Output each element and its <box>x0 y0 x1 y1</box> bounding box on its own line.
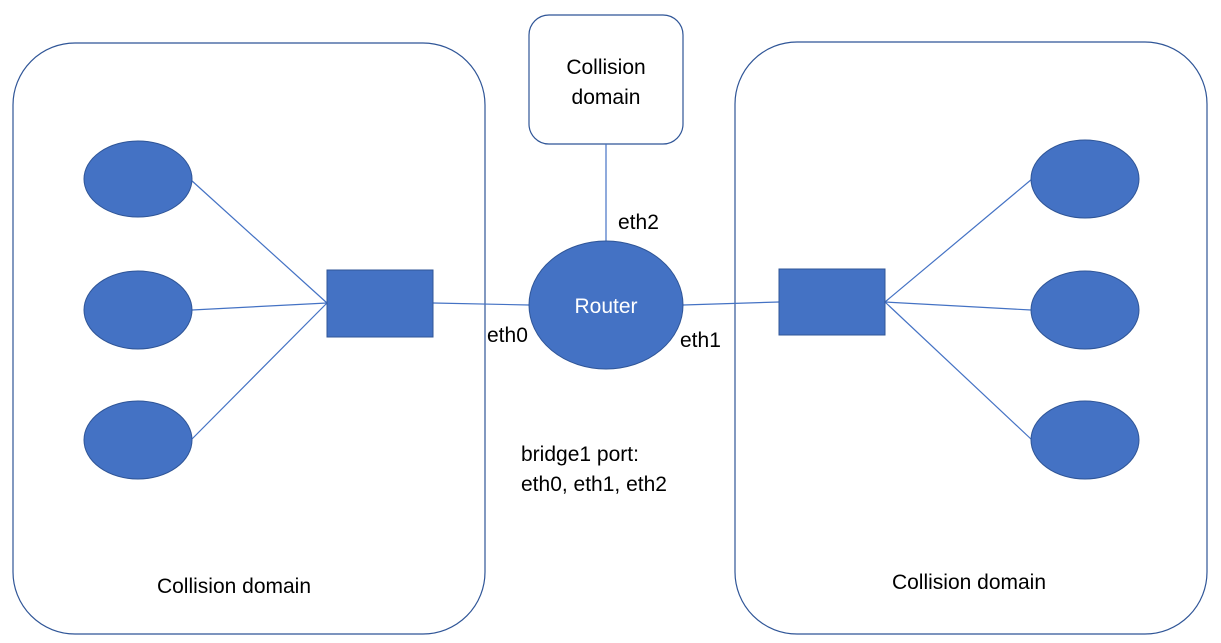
link-left-host2-switch <box>191 302 328 311</box>
port-label-eth1: eth1 <box>680 329 721 352</box>
right-host-1 <box>1030 139 1140 219</box>
bridge-note-line2: eth0, eth1, eth2 <box>521 473 667 496</box>
links <box>190 144 1033 441</box>
left-switch <box>326 269 434 338</box>
router-node <box>528 240 684 370</box>
port-label-eth2: eth2 <box>618 211 659 234</box>
right-host-3 <box>1030 400 1140 480</box>
bridge-note-line1: bridge1 port: <box>521 443 639 466</box>
top-domain-label-line2: domain <box>572 86 641 109</box>
link-router-right-switch <box>682 301 780 306</box>
left-collision-domain-box <box>12 42 486 635</box>
right-collision-domain-box <box>734 41 1208 635</box>
link-right-switch-host2 <box>884 301 1032 311</box>
left-domain-label: Collision domain <box>157 575 311 598</box>
right-switch <box>778 268 886 336</box>
right-host-2 <box>1030 270 1140 350</box>
port-label-eth0: eth0 <box>487 324 528 347</box>
left-host-3 <box>83 400 193 480</box>
left-host-2 <box>83 270 193 350</box>
left-host-1 <box>83 140 193 218</box>
link-left-host3-switch <box>190 302 328 441</box>
router-label: Router <box>574 295 637 318</box>
link-right-switch-host1 <box>884 178 1033 303</box>
link-right-switch-host3 <box>884 301 1033 441</box>
top-domain-label-line1: Collision <box>566 56 645 79</box>
link-left-host1-switch <box>190 179 328 304</box>
top-collision-domain-box <box>528 14 684 145</box>
link-left-switch-router <box>432 302 530 306</box>
right-domain-label: Collision domain <box>892 571 1046 594</box>
